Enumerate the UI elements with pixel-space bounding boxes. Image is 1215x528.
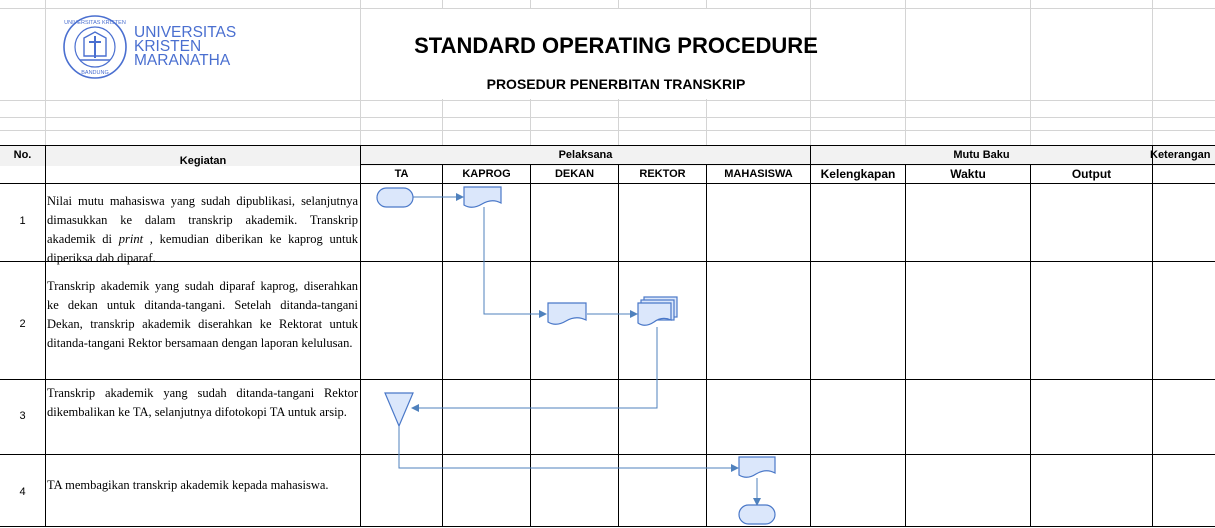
table-border xyxy=(530,164,531,527)
table-border xyxy=(45,145,46,527)
header-ta: TA xyxy=(394,168,409,180)
end-terminator-shape xyxy=(738,504,776,525)
svg-text:UNIVERSITAS KRISTEN: UNIVERSITAS KRISTEN xyxy=(64,20,126,26)
header-waktu: Waktu xyxy=(950,167,986,181)
document-shape xyxy=(738,456,776,478)
table-border xyxy=(442,164,443,527)
svg-text:BANDUNG: BANDUNG xyxy=(81,70,109,76)
table-border xyxy=(0,454,1215,455)
table-border xyxy=(360,164,1215,165)
logo-line-2: KRISTEN xyxy=(134,38,202,55)
logo-line-3: MARANATHA xyxy=(134,52,231,69)
logo-area xyxy=(46,9,359,99)
title-area xyxy=(361,9,809,99)
gridline xyxy=(0,8,1215,9)
row-number: 1 xyxy=(19,215,26,227)
row-number: 2 xyxy=(19,318,26,330)
header-background xyxy=(0,146,1215,166)
document-title: STANDARD OPERATING PROCEDURE xyxy=(414,33,818,58)
gridline xyxy=(0,117,1215,118)
flow-arrow xyxy=(398,426,739,472)
row-number: 4 xyxy=(19,486,26,498)
gridline xyxy=(360,0,361,145)
university-seal-icon: UNIVERSITAS KRISTEN BANDUNG xyxy=(63,15,127,79)
flow-arrow xyxy=(483,207,547,318)
header-no: No. xyxy=(13,149,32,161)
header-pelaksana: Pelaksana xyxy=(558,149,613,161)
table-border xyxy=(0,145,1215,146)
activity-description: Transkrip akademik yang sudah diparaf ka… xyxy=(47,279,358,350)
flow-arrow xyxy=(411,327,658,412)
table-border xyxy=(0,526,1215,527)
gridline xyxy=(0,100,1215,101)
activity-description: Nilai mutu mahasiswa yang sudah dipublik… xyxy=(47,194,358,265)
gridline xyxy=(0,130,1215,131)
gridline xyxy=(1152,0,1153,145)
table-border xyxy=(1152,145,1153,527)
header-keterangan: Keterangan xyxy=(1150,149,1211,161)
table-border xyxy=(1030,164,1031,527)
header-kegiatan: Kegiatan xyxy=(179,155,227,167)
header-kelengkapan: Kelengkapan xyxy=(820,167,896,181)
document-subtitle: PROSEDUR PENERBITAN TRANSKRIP xyxy=(486,76,746,92)
archive-triangle-shape xyxy=(384,392,414,428)
header-dekan: DEKAN xyxy=(554,168,595,180)
table-border xyxy=(706,164,707,527)
start-terminator-shape xyxy=(376,187,414,208)
table-border xyxy=(905,164,906,527)
gridline xyxy=(905,0,906,145)
header-mahasiswa: MAHASISWA xyxy=(724,168,793,180)
header-kaprog: KAPROG xyxy=(462,168,511,180)
row-number: 3 xyxy=(19,410,26,422)
table-border xyxy=(0,261,1215,262)
activity-description: TA membagikan transkrip akademik kepada … xyxy=(47,478,329,492)
document-shape xyxy=(547,302,587,325)
logo-line-1: UNIVERSITAS xyxy=(134,24,237,41)
document-shape xyxy=(463,186,502,208)
activity-description: Transkrip akademik yang sudah ditanda-ta… xyxy=(47,386,358,419)
table-border xyxy=(0,183,1215,184)
header-output: Output xyxy=(1071,167,1112,181)
table-border xyxy=(0,379,1215,380)
gridline xyxy=(810,0,811,145)
gridline xyxy=(1030,0,1031,145)
table-border xyxy=(618,164,619,527)
header-rektor: REKTOR xyxy=(639,168,686,180)
table-border xyxy=(810,145,811,527)
header-mutu-baku: Mutu Baku xyxy=(953,149,1010,161)
gridline xyxy=(45,0,46,145)
table-border xyxy=(360,145,361,527)
